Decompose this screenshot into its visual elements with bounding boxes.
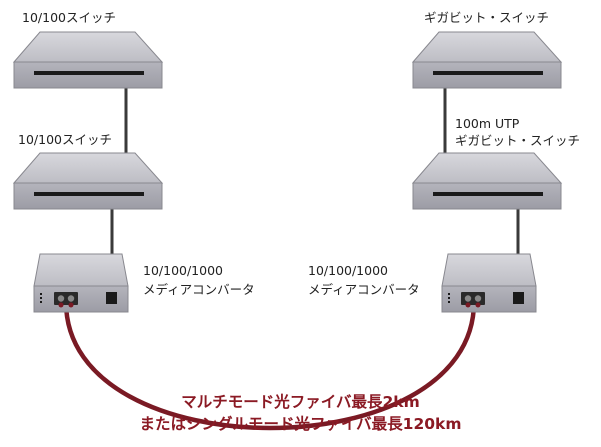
label-converter-right-model: 10/100/1000 [308,263,388,278]
status-led-icon [448,293,450,303]
caption-multimode: マルチモード光ファイバ最長2km [181,393,420,411]
switch-top-right [411,31,563,89]
port-slot [34,71,144,75]
label-switch-top-left: 10/100スイッチ [22,10,116,25]
switch-mid-left [12,152,164,210]
label-cable-utp: 100m UTP [455,116,520,131]
label-converter-left-name: メディアコンバータ [143,282,255,297]
label-converter-right-name: メディアコンバータ [308,282,420,297]
fiber-port-icon [54,292,78,305]
fiber-plug-left [58,302,64,308]
fiber-cable [63,299,477,431]
caption-singlemode: またはシングルモード光ファイバ最長120km [139,415,462,433]
fiber-plug-right-2 [475,302,481,308]
port-slot [34,192,144,196]
port-slot [433,71,543,75]
rj45-port-icon [106,292,117,304]
converter-right [441,253,537,313]
port-slot [433,192,543,196]
label-converter-left-model: 10/100/1000 [143,263,223,278]
fiber-port-icon [461,292,485,305]
fiber-plug-left-2 [68,302,74,308]
rj45-port-icon [513,292,524,304]
label-switch-mid-right: ギガビット・スイッチ [455,133,581,148]
switch-top-left [12,31,164,89]
label-switch-mid-left: 10/100スイッチ [18,132,112,147]
label-switch-top-right: ギガビット・スイッチ [424,10,550,25]
status-led-icon [40,293,42,303]
fiber-plug-right [465,302,471,308]
switch-mid-right [411,152,563,210]
converter-left [33,253,129,313]
